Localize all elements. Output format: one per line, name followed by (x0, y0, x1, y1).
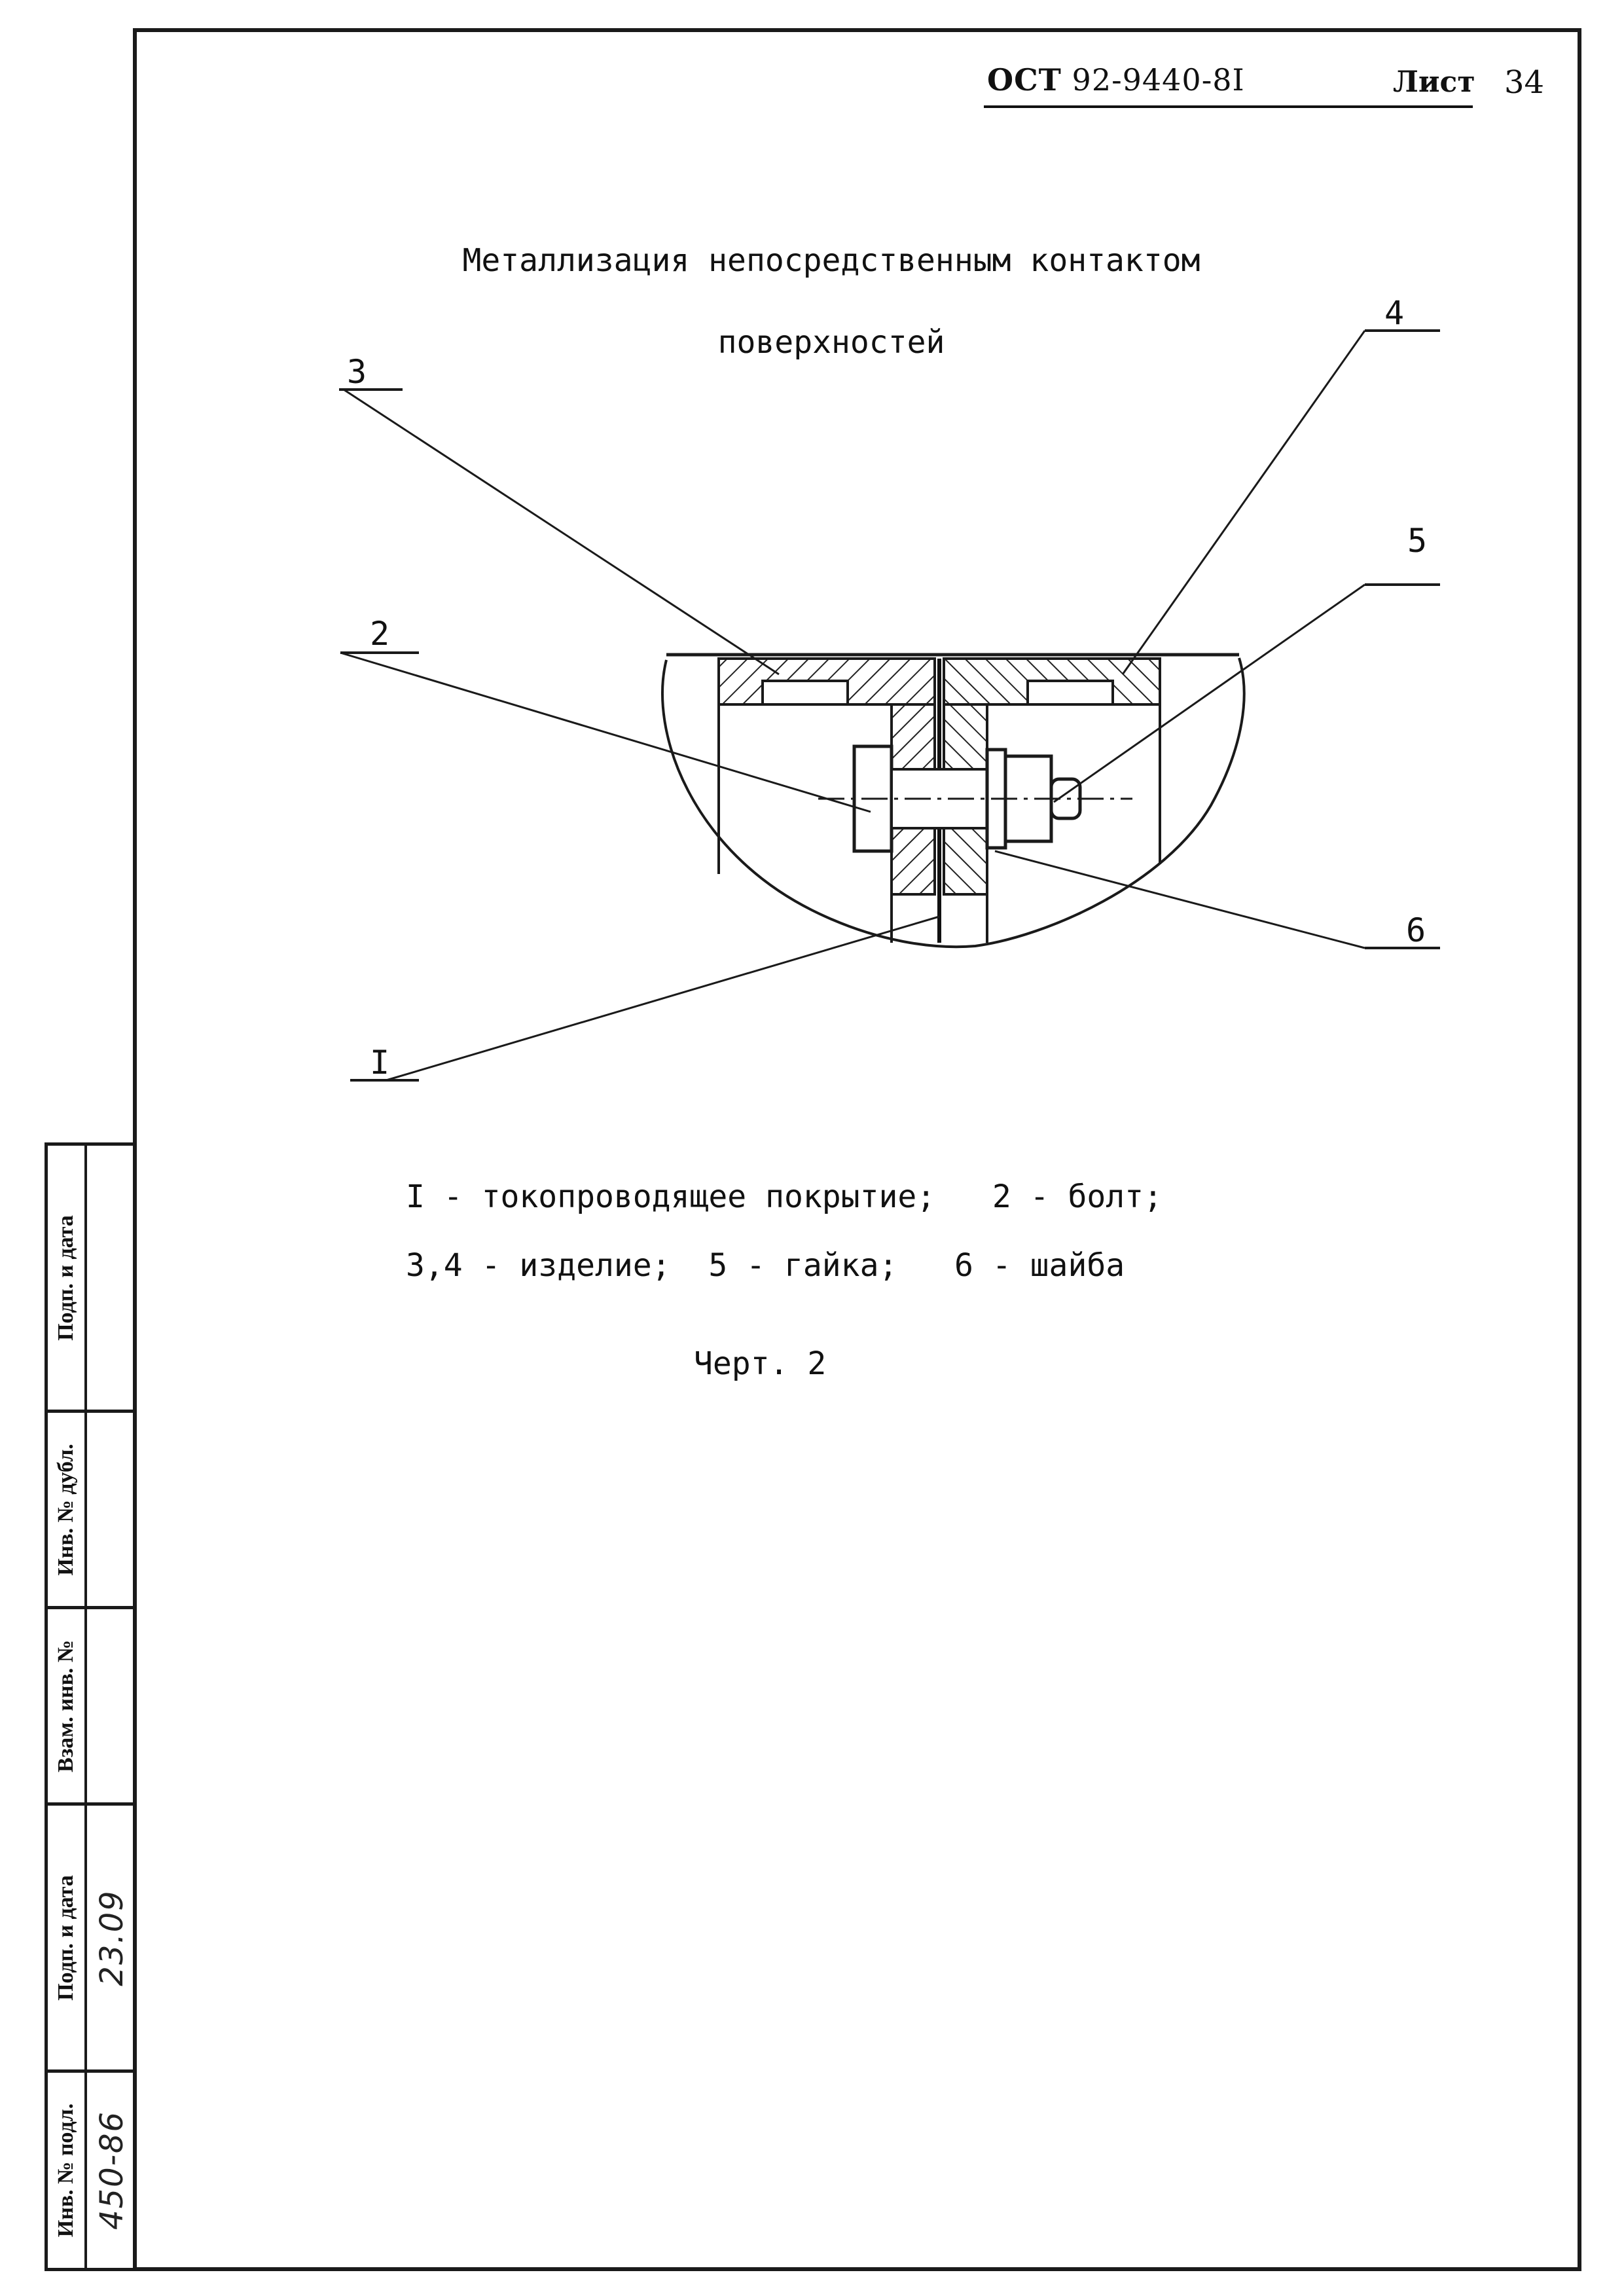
leader-1 (386, 915, 940, 1082)
standard-designation: ОСТ 92-9440-8I (984, 62, 1473, 108)
stamp-cell-replace-inv: Взам. инв. № (45, 1606, 133, 1806)
stamp-handwritten-inv: 450-86 (93, 2110, 130, 2231)
drawing-title-line2: поверхностей (717, 324, 945, 361)
leader-5 (1053, 583, 1365, 803)
legend-line1: I - токопроводящее покрытие; 2 - болт; (406, 1178, 1163, 1215)
stamp-cell-original-inv: Инв. № подл. 450-86 (45, 2069, 133, 2271)
leader-4 (1121, 330, 1366, 675)
standard-number: 92-9440-8I (1072, 62, 1245, 98)
callout-6: 6 (1406, 911, 1426, 949)
callout-5: 5 (1407, 522, 1427, 560)
page-frame (133, 28, 1581, 2271)
leader-6 (994, 850, 1365, 949)
legend-line2: 3,4 - изделие; 5 - гайка; 6 - шайба (406, 1247, 1125, 1284)
stamp-cell-sign-date-2: Подп. и дата 23.09 (45, 1802, 133, 2073)
sheet-label: Лист (1393, 65, 1475, 99)
standard-prefix: ОСТ (987, 62, 1062, 98)
flange-recess-right (1026, 680, 1114, 706)
sheet-number: 34 (1504, 64, 1545, 101)
leader-3 (343, 388, 780, 676)
stamp-label: Взам. инв. № (54, 1639, 78, 1772)
stamp-cell-dup-inv: Инв. № дубл. (45, 1410, 133, 1609)
callout-1: I (370, 1044, 389, 1082)
callout-3: 3 (347, 353, 367, 391)
callout-4: 4 (1384, 294, 1404, 332)
stamp-label: Инв. № подл. (54, 2103, 78, 2238)
drawing-title-line1: Металлизация непосредственным контактом (462, 242, 1200, 279)
drawing-caption: Черт. 2 (694, 1345, 827, 1382)
stamp-label: Подп. и дата (54, 1214, 78, 1341)
flange-recess-left (761, 680, 849, 706)
section-break-outline (661, 657, 1246, 949)
stamp-cell-sign-date-1: Подп. и дата (45, 1142, 133, 1413)
callout-2: 2 (370, 615, 389, 653)
stamp-label: Инв. № дубл. (54, 1443, 78, 1576)
stamp-label: Подп. и дата (54, 1874, 78, 2001)
stamp-handwritten-date: 23.09 (93, 1889, 130, 1986)
leader-2 (340, 651, 871, 813)
